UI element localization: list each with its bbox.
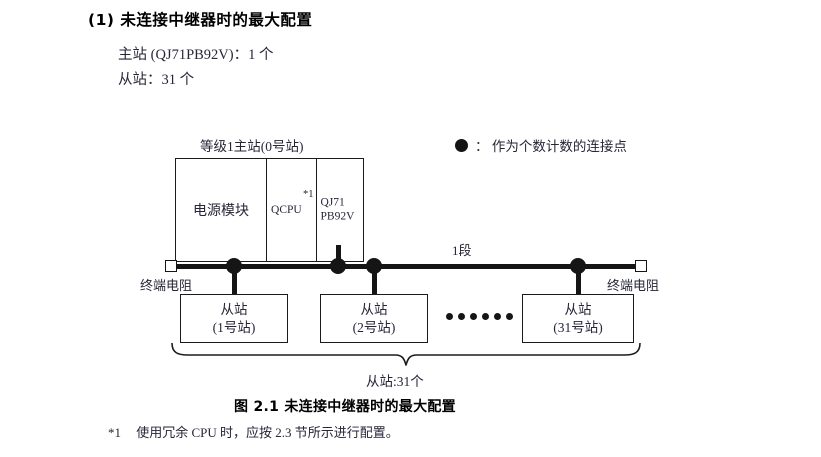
master-station-caption: 等级1主站(0号站) [200, 139, 304, 154]
module-qj71pb92v-line2: PB92V [320, 210, 355, 222]
slave-2-drop-line [371, 266, 377, 294]
footnote-text: 使用冗余 CPU 时，应按 2.3 节所示进行配置。 [136, 425, 399, 440]
terminating-resistor-right-label: 终端电阻 [607, 278, 660, 293]
ellipsis-dot [470, 313, 477, 320]
module-qj71pb92v-line1: QJ71 [320, 196, 345, 209]
slave-count-brace [170, 342, 642, 372]
module-power-supply: 电源模块 [176, 159, 268, 261]
connection-point-dot [330, 258, 346, 274]
slave-station-box: 从站 (2号站) [320, 294, 428, 343]
footnote-mark: *1 [108, 425, 121, 440]
slave-station-number: (1号站) [212, 319, 256, 335]
terminating-resistor-left-label: 终端电阻 [140, 278, 193, 293]
module-qcpu-label: QCPU [271, 204, 302, 216]
module-power-supply-label: 电源模块 [193, 204, 250, 219]
slave-station-label: 从站 [220, 302, 248, 318]
legend: ： 作为个数计数的连接点 [455, 135, 627, 155]
ellipsis-dots [446, 313, 513, 320]
brace-shape-icon [171, 342, 641, 366]
slave-3-drop-line [575, 266, 581, 294]
bus-segment-label: 1段 [452, 243, 472, 258]
module-qcpu: QCPU *1 [267, 159, 317, 261]
legend-label: ： 作为个数计数的连接点 [475, 139, 627, 154]
master-drop-line [335, 245, 341, 267]
slave-station-label: 从站 [564, 302, 592, 318]
bus-trunk-line [176, 263, 642, 269]
figure-caption: 图 2.1 未连接中继器时的最大配置 [234, 399, 456, 415]
terminating-resistor-right-icon [635, 260, 647, 272]
section-heading: (1) 未连接中继器时的最大配置 [88, 11, 313, 29]
footnote-mark-1: *1 [303, 189, 314, 200]
slave-station-number: (2号站) [352, 319, 396, 335]
ellipsis-dot [482, 313, 489, 320]
terminating-resistor-left-icon [165, 260, 177, 272]
slave-station-box: 从站 (1号站) [180, 294, 288, 343]
spec-master-station: 主站 (QJ71PB92V)：1 个 [118, 47, 274, 63]
slave-count-label: 从站:31个 [366, 374, 424, 389]
slave-station-label: 从站 [360, 302, 388, 318]
footnote: *1 使用冗余 CPU 时，应按 2.3 节所示进行配置。 [108, 422, 399, 441]
spec-slave-station: 从站：31 个 [118, 72, 195, 88]
ellipsis-dot [458, 313, 465, 320]
ellipsis-dot [506, 313, 513, 320]
slave-station-number: (31号站) [553, 319, 603, 335]
ellipsis-dot [446, 313, 453, 320]
slave-station-box: 从站 (31号站) [522, 294, 634, 343]
ellipsis-dot [494, 313, 501, 320]
slave-1-drop-line [231, 266, 237, 294]
filled-circle-icon [455, 138, 468, 152]
